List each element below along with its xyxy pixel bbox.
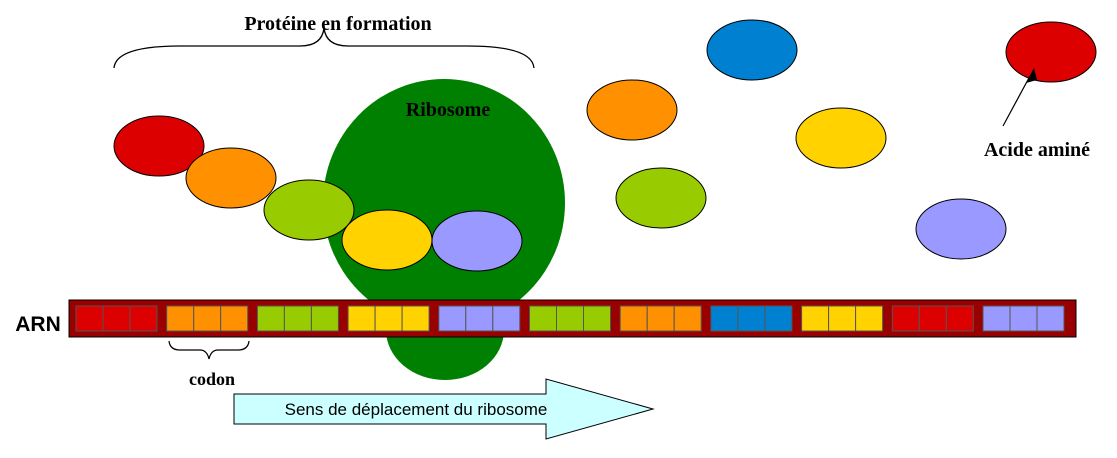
codon-green <box>529 305 611 332</box>
free-amino-acids <box>586 19 1097 260</box>
amino-acid-pointer-line <box>1002 75 1031 127</box>
nucleotide <box>256 305 285 332</box>
nucleotide <box>1036 305 1065 332</box>
nucleotide <box>374 305 403 332</box>
nucleotide <box>529 305 557 332</box>
nucleotide <box>193 305 222 332</box>
nucleotide <box>438 305 467 332</box>
nucleotide <box>583 305 611 332</box>
rna-label: ARN <box>15 313 61 336</box>
codon-red <box>75 305 158 332</box>
codon-violet <box>438 305 521 332</box>
codon-violet <box>982 305 1065 332</box>
ribosome-label: Ribosome <box>406 99 491 121</box>
protein-brace <box>113 27 535 69</box>
protein-label: Protéine en formation <box>244 13 431 35</box>
codon-label: codon <box>189 369 235 389</box>
nucleotide <box>283 305 312 332</box>
nucleotide <box>75 305 104 332</box>
nucleotide <box>945 305 974 332</box>
nucleotide <box>764 305 793 332</box>
amino-acid-violet <box>431 210 523 272</box>
codon-yellow <box>801 305 884 332</box>
nucleotide <box>891 305 920 332</box>
codon-blue <box>710 305 793 332</box>
amino-acid-green <box>263 179 355 241</box>
rna-codons <box>75 305 1065 332</box>
nucleotide <box>556 305 584 332</box>
nucleotide <box>737 305 766 332</box>
free-amino-acid-red <box>1005 21 1097 83</box>
free-amino-acid-violet <box>915 198 1007 260</box>
nucleotide <box>855 305 884 332</box>
nucleotide <box>982 305 1011 332</box>
codon-orange <box>619 305 702 332</box>
free-amino-acid-green <box>615 167 707 229</box>
amino-acid-yellow <box>341 209 433 271</box>
nucleotide <box>347 305 376 332</box>
nucleotide <box>710 305 739 332</box>
nucleotide <box>801 305 830 332</box>
protein-chain <box>113 115 523 272</box>
nucleotide <box>1009 305 1038 332</box>
nucleotide <box>166 305 195 332</box>
nucleotide <box>220 305 249 332</box>
nucleotide <box>401 305 430 332</box>
free-amino-acid-yellow <box>795 107 887 169</box>
amino-acid-red <box>113 115 205 177</box>
nucleotide <box>646 305 675 332</box>
nucleotide <box>310 305 339 332</box>
nucleotide <box>918 305 947 332</box>
nucleotide <box>102 305 131 332</box>
codon-yellow <box>347 305 430 332</box>
amino-acid-label: Acide aminé <box>984 139 1090 161</box>
codon-green <box>256 305 339 332</box>
nucleotide <box>619 305 648 332</box>
direction-label: Sens de déplacement du ribosome <box>285 400 548 419</box>
codon-red <box>891 305 974 332</box>
nucleotide <box>673 305 702 332</box>
codon-brace <box>168 340 250 360</box>
amino-acid-orange <box>185 147 277 209</box>
direction-arrow <box>233 378 655 440</box>
amino-acid-pointer-arrowhead <box>1026 68 1037 83</box>
nucleotide <box>129 305 158 332</box>
nucleotide <box>492 305 521 332</box>
free-amino-acid-blue <box>706 19 798 81</box>
nucleotide <box>828 305 857 332</box>
codon-orange <box>166 305 249 332</box>
nucleotide <box>465 305 494 332</box>
free-amino-acid-orange <box>586 79 678 141</box>
